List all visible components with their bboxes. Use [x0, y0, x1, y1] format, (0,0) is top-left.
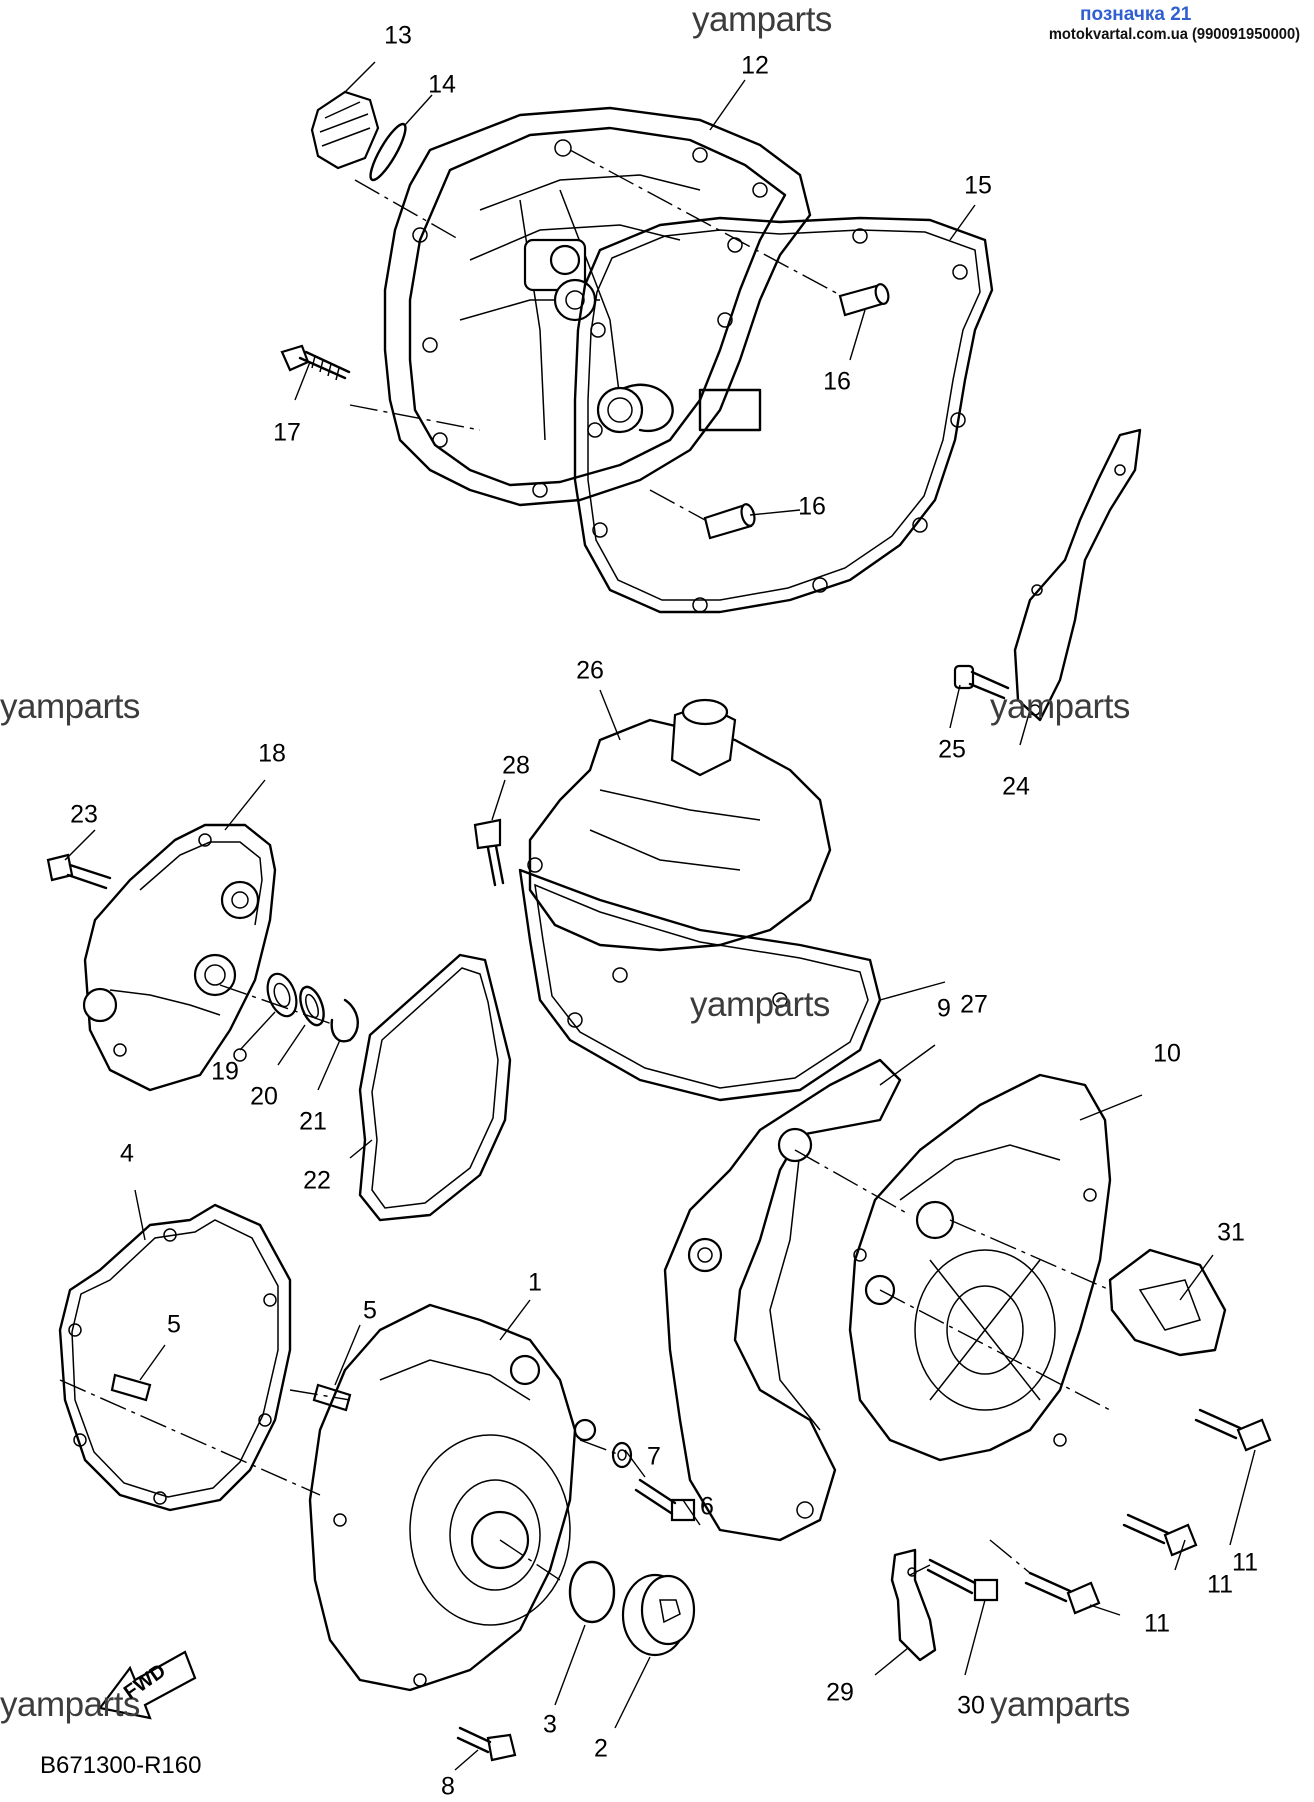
bolt-11-a: [1194, 1408, 1272, 1452]
watermark: yamparts: [0, 1685, 140, 1724]
cover-26: [528, 698, 832, 952]
callout-label: 22: [303, 1166, 331, 1195]
callout-label: 12: [741, 51, 769, 80]
callout-label: 27: [960, 990, 988, 1019]
circlip-21: [330, 998, 359, 1043]
oil-filler-cap-13: [310, 90, 380, 170]
dowel-pin-5-left: [110, 1373, 152, 1402]
callout-label: 7: [647, 1442, 661, 1471]
callout-label: 16: [823, 367, 851, 396]
plate-31: [1108, 1248, 1227, 1357]
watermark: yamparts: [690, 985, 830, 1024]
callout-label: 5: [363, 1296, 377, 1325]
callout-label: 16: [798, 492, 826, 521]
callout-label: 5: [167, 1310, 181, 1339]
brand-contact: motokvartal.com.ua (990091950000): [1048, 26, 1300, 43]
callout-label: 2: [594, 1734, 608, 1763]
callout-label: 28: [502, 751, 530, 780]
guard-9: [663, 1058, 902, 1542]
bolt-8: [456, 1726, 517, 1762]
watermark: yamparts: [990, 687, 1130, 726]
callout-label: 31: [1217, 1218, 1245, 1247]
cover-18: [82, 823, 277, 1092]
callout-label: 18: [258, 739, 286, 768]
callout-label: 8: [441, 1772, 455, 1801]
callout-label: 20: [250, 1082, 278, 1111]
callout-label: 11: [1207, 1570, 1233, 1599]
bolt-11-c: [1024, 1571, 1101, 1615]
callout-label: 25: [938, 735, 966, 764]
callout-label: 15: [964, 171, 992, 200]
bolt-30: [926, 1558, 999, 1602]
dowel-pin-16-lower: [703, 503, 756, 540]
callout-label: 9: [937, 994, 951, 1023]
callout-label: 21: [299, 1107, 327, 1136]
o-ring-14: [369, 122, 407, 182]
fwd-arrow: [98, 1650, 197, 1720]
callout-label: 1: [528, 1268, 542, 1297]
gasket-27: [518, 857, 882, 1102]
dowel-pin-5-right: [312, 1383, 352, 1412]
plug-2: [621, 1573, 696, 1657]
callout-label: 24: [1002, 772, 1030, 801]
brand-label: позначка 21: [1080, 4, 1192, 25]
callout-label: 10: [1153, 1039, 1181, 1068]
watermark: yamparts: [990, 1685, 1130, 1724]
callout-label: 4: [120, 1139, 134, 1168]
generator-cover-10: [848, 1073, 1112, 1462]
gasket-22: [358, 953, 512, 1222]
bolt-11-b: [1122, 1513, 1198, 1557]
watermark: yamparts: [692, 0, 832, 39]
callout-label: 11: [1144, 1609, 1170, 1638]
gasket-4: [58, 1203, 292, 1512]
o-ring-3: [568, 1560, 616, 1624]
washer-7: [611, 1441, 633, 1469]
bolt-25: [953, 664, 1010, 700]
dowel-pin-16-upper: [838, 283, 890, 317]
callout-label: 23: [70, 800, 98, 829]
callout-label: 11: [1232, 1548, 1258, 1577]
callout-label: 17: [273, 418, 301, 447]
callout-label: 26: [576, 656, 604, 685]
seal-19: [266, 972, 298, 1018]
bolt-17: [280, 344, 351, 381]
bracket-24: [1013, 428, 1142, 722]
alignment-lines: [59, 149, 1111, 1581]
bolt-28: [473, 818, 505, 887]
callout-label: 13: [384, 21, 412, 50]
callout-label: 30: [957, 1691, 985, 1720]
callout-leaders: [64, 61, 1256, 1771]
callout-label: 29: [826, 1678, 854, 1707]
bolt-6: [634, 1478, 696, 1522]
watermark: yamparts: [0, 687, 140, 726]
callout-label: 3: [543, 1710, 557, 1739]
callout-label: 19: [211, 1057, 239, 1086]
bolt-23: [46, 853, 112, 890]
callout-label: 6: [700, 1492, 714, 1521]
crankcase-cover-12: [383, 106, 812, 507]
crankcase-cover-1: [308, 1303, 597, 1692]
callout-label: 14: [428, 70, 456, 99]
diagram-code: B671300-R160: [40, 1752, 202, 1779]
washer-20: [299, 985, 325, 1027]
